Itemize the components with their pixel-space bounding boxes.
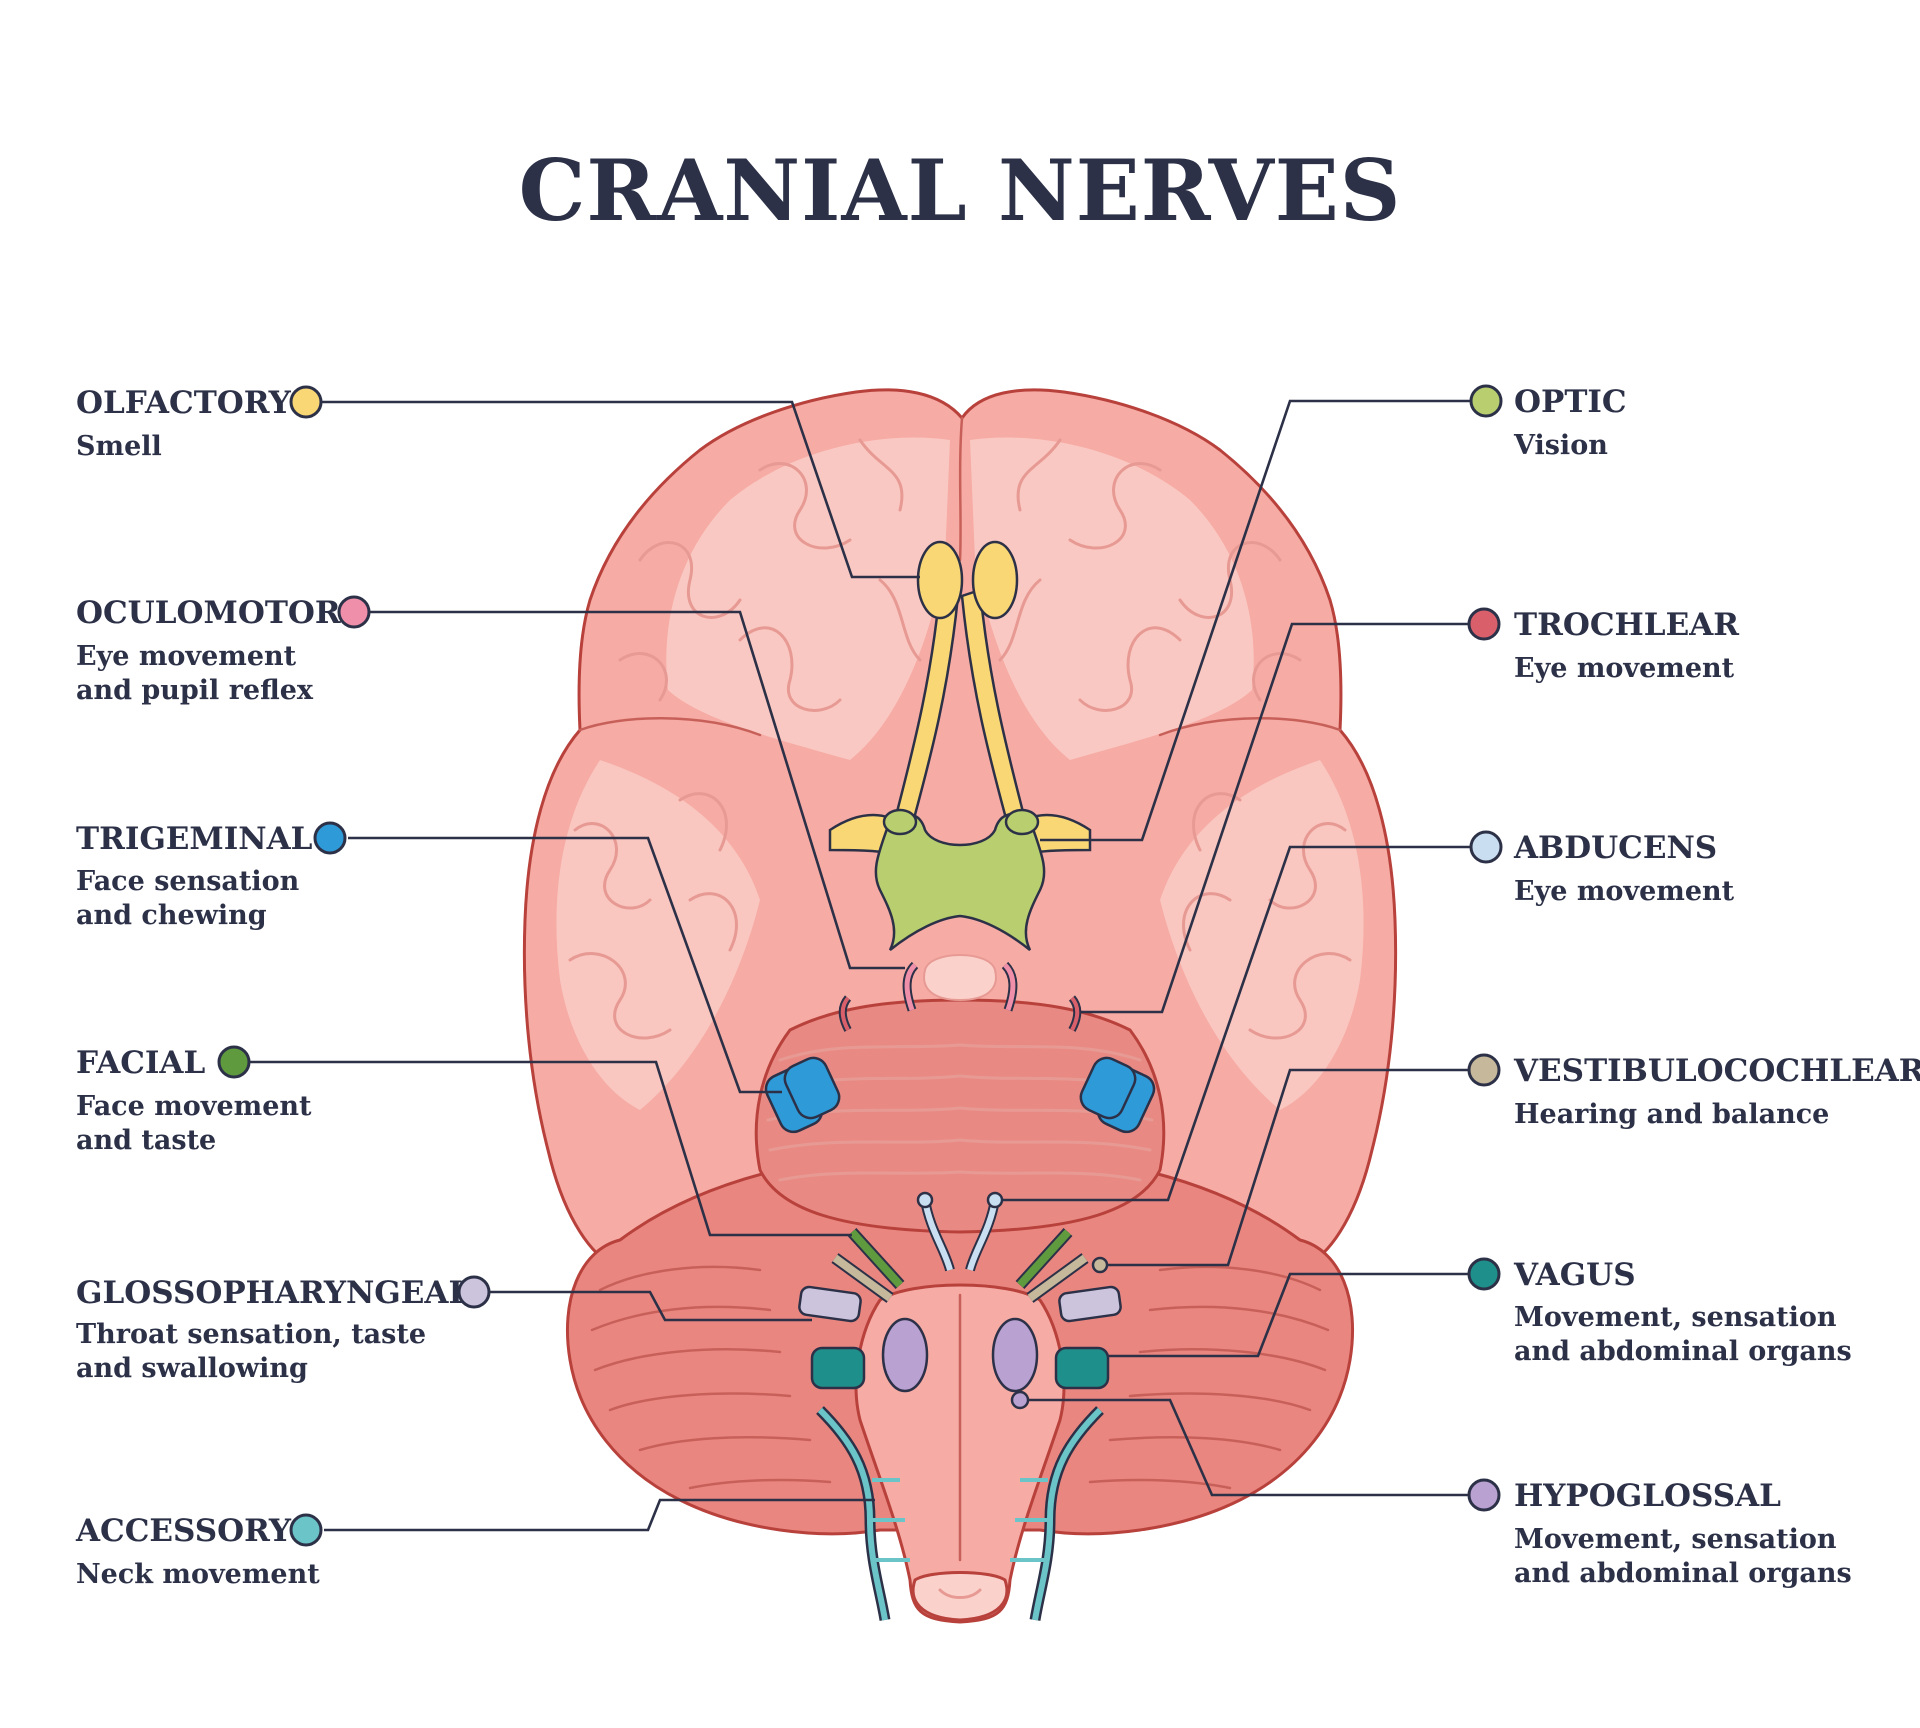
vagus-desc-1: Movement, sensation	[1514, 1302, 1837, 1333]
label-olfactory: OLFACTORY Smell	[76, 385, 323, 462]
brain-illustration	[522, 388, 1398, 1624]
vagus-desc-2: and abdominal organs	[1514, 1336, 1852, 1367]
optic-nerve-right	[1004, 808, 1040, 836]
label-vestibulocochlear: VESTIBULOCOCHLEAR Hearing and balance	[1467, 1053, 1920, 1130]
vestibulocochlear-desc: Hearing and balance	[1514, 1099, 1829, 1130]
optic-nerve-left	[882, 808, 918, 836]
pons-striations	[766, 1043, 1154, 1182]
hypoglossal-dot	[1467, 1478, 1501, 1512]
vagus-nerve	[810, 1346, 1110, 1390]
leader-oculomotor	[370, 610, 905, 970]
facial-desc-1: Face movement	[76, 1091, 312, 1122]
trochlear-dot	[1467, 607, 1501, 641]
leader-facial	[250, 1060, 852, 1237]
glossopharyngeal-desc-2: and swallowing	[76, 1353, 308, 1384]
temporal-notch-right	[1158, 717, 1342, 737]
leader-trigeminal	[348, 836, 782, 1094]
longitudinal-fissure	[958, 416, 964, 562]
vagus-name: VAGUS	[1513, 1257, 1636, 1293]
olfactory-nerve	[828, 540, 1092, 857]
label-trochlear: TROCHLEAR Eye movement	[1467, 607, 1739, 684]
leader-glossopharyngeal	[490, 1290, 812, 1322]
glossopharyngeal-name: GLOSSOPHARYNGEAL	[76, 1275, 470, 1311]
leader-olfactory	[322, 400, 920, 579]
label-vagus: VAGUS Movement, sensation and abdominal …	[1467, 1257, 1852, 1367]
leader-accessory	[324, 1498, 875, 1532]
trochlear-nerve	[838, 995, 1082, 1032]
label-abducens: ABDUCENS Eye movement	[1469, 830, 1735, 907]
label-facial: FACIAL Face movement and taste	[76, 1045, 312, 1156]
facial-dot	[217, 1045, 251, 1079]
vagus-dot	[1467, 1257, 1501, 1291]
trigeminal-dot	[313, 821, 347, 855]
facial-nerve	[847, 1227, 1073, 1290]
label-trigeminal: TRIGEMINAL Face sensation and chewing	[76, 821, 347, 931]
abducens-name: ABDUCENS	[1513, 830, 1717, 866]
hypoglossal-desc-1: Movement, sensation	[1514, 1524, 1837, 1555]
abducens-desc: Eye movement	[1514, 876, 1735, 907]
accessory-name: ACCESSORY	[75, 1513, 292, 1549]
accessory-desc: Neck movement	[76, 1559, 320, 1590]
trochlear-name: TROCHLEAR	[1514, 607, 1739, 643]
leader-abducens	[1002, 845, 1470, 1202]
leader-vagus	[1108, 1272, 1468, 1358]
optic-name: OPTIC	[1514, 384, 1627, 420]
oculomotor-desc-2: and pupil reflex	[76, 675, 314, 706]
hypoglossal-desc-2: and abdominal organs	[1514, 1558, 1852, 1589]
gyri	[568, 438, 1352, 1040]
leader-optic	[1040, 399, 1470, 842]
page-title: CRANIAL NERVES	[519, 141, 1402, 240]
cerebellar-folia	[590, 1265, 1330, 1490]
trochlear-desc: Eye movement	[1514, 653, 1735, 684]
trigeminal-desc-2: and chewing	[76, 900, 267, 931]
vestibulocochlear-dot	[1467, 1053, 1501, 1087]
leader-trochlear	[1080, 622, 1468, 1014]
optic-desc: Vision	[1513, 430, 1608, 461]
oculomotor-name: OCULOMOTOR	[76, 595, 341, 631]
hypoglossal-name: HYPOGLOSSAL	[1514, 1478, 1781, 1514]
olfactory-name: OLFACTORY	[76, 385, 292, 421]
olfactory-desc: Smell	[76, 431, 162, 462]
accessory-nerve	[816, 1406, 1104, 1621]
frontal-lobe-left-inner	[666, 437, 950, 760]
facial-name: FACIAL	[76, 1045, 205, 1081]
olive-left	[881, 1317, 929, 1393]
label-oculomotor: OCULOMOTOR Eye movement and pupil reflex	[76, 595, 371, 706]
optic-dot	[1469, 384, 1503, 418]
leader-hypoglossal	[1028, 1398, 1468, 1497]
leader-lines	[250, 399, 1470, 1532]
label-accessory: ACCESSORY Neck movement	[75, 1513, 323, 1590]
spinal-grey-matter	[938, 1588, 982, 1599]
frontal-lobe-right-inner	[970, 437, 1254, 760]
accessory-dot	[289, 1513, 323, 1547]
oculomotor-dot	[337, 595, 371, 629]
trigeminal-nerve	[764, 1056, 1156, 1134]
oculomotor-nerve	[902, 961, 1018, 1012]
glossopharyngeal-dot	[457, 1275, 491, 1309]
trigeminal-name: TRIGEMINAL	[76, 821, 313, 857]
optic-chiasm	[874, 812, 1046, 951]
abducens-nerve	[916, 1191, 1004, 1272]
glossopharyngeal-nerve	[798, 1285, 1122, 1323]
trigeminal-desc-1: Face sensation	[76, 866, 300, 897]
hypoglossal-nerve	[1010, 1390, 1030, 1410]
label-glossopharyngeal: GLOSSOPHARYNGEAL Throat sensation, taste…	[76, 1275, 491, 1384]
abducens-dot	[1469, 830, 1503, 864]
facial-desc-2: and taste	[76, 1125, 216, 1156]
label-hypoglossal: HYPOGLOSSAL Movement, sensation and abdo…	[1467, 1478, 1852, 1589]
vestibulocochlear-nerve	[831, 1253, 1109, 1303]
temporal-notch-left	[578, 717, 762, 737]
glossopharyngeal-desc-1: Throat sensation, taste	[76, 1319, 426, 1350]
olive-right	[991, 1317, 1039, 1393]
olfactory-dot	[289, 385, 323, 419]
temporal-lobe-left-inner	[556, 760, 760, 1110]
vestibulocochlear-name: VESTIBULOCOCHLEAR	[1513, 1053, 1920, 1089]
mammillary-bodies	[923, 954, 997, 1002]
oculomotor-desc-1: Eye movement	[76, 641, 297, 672]
label-optic: OPTIC Vision	[1469, 384, 1627, 461]
leader-vestibulocochlear	[1107, 1068, 1468, 1267]
